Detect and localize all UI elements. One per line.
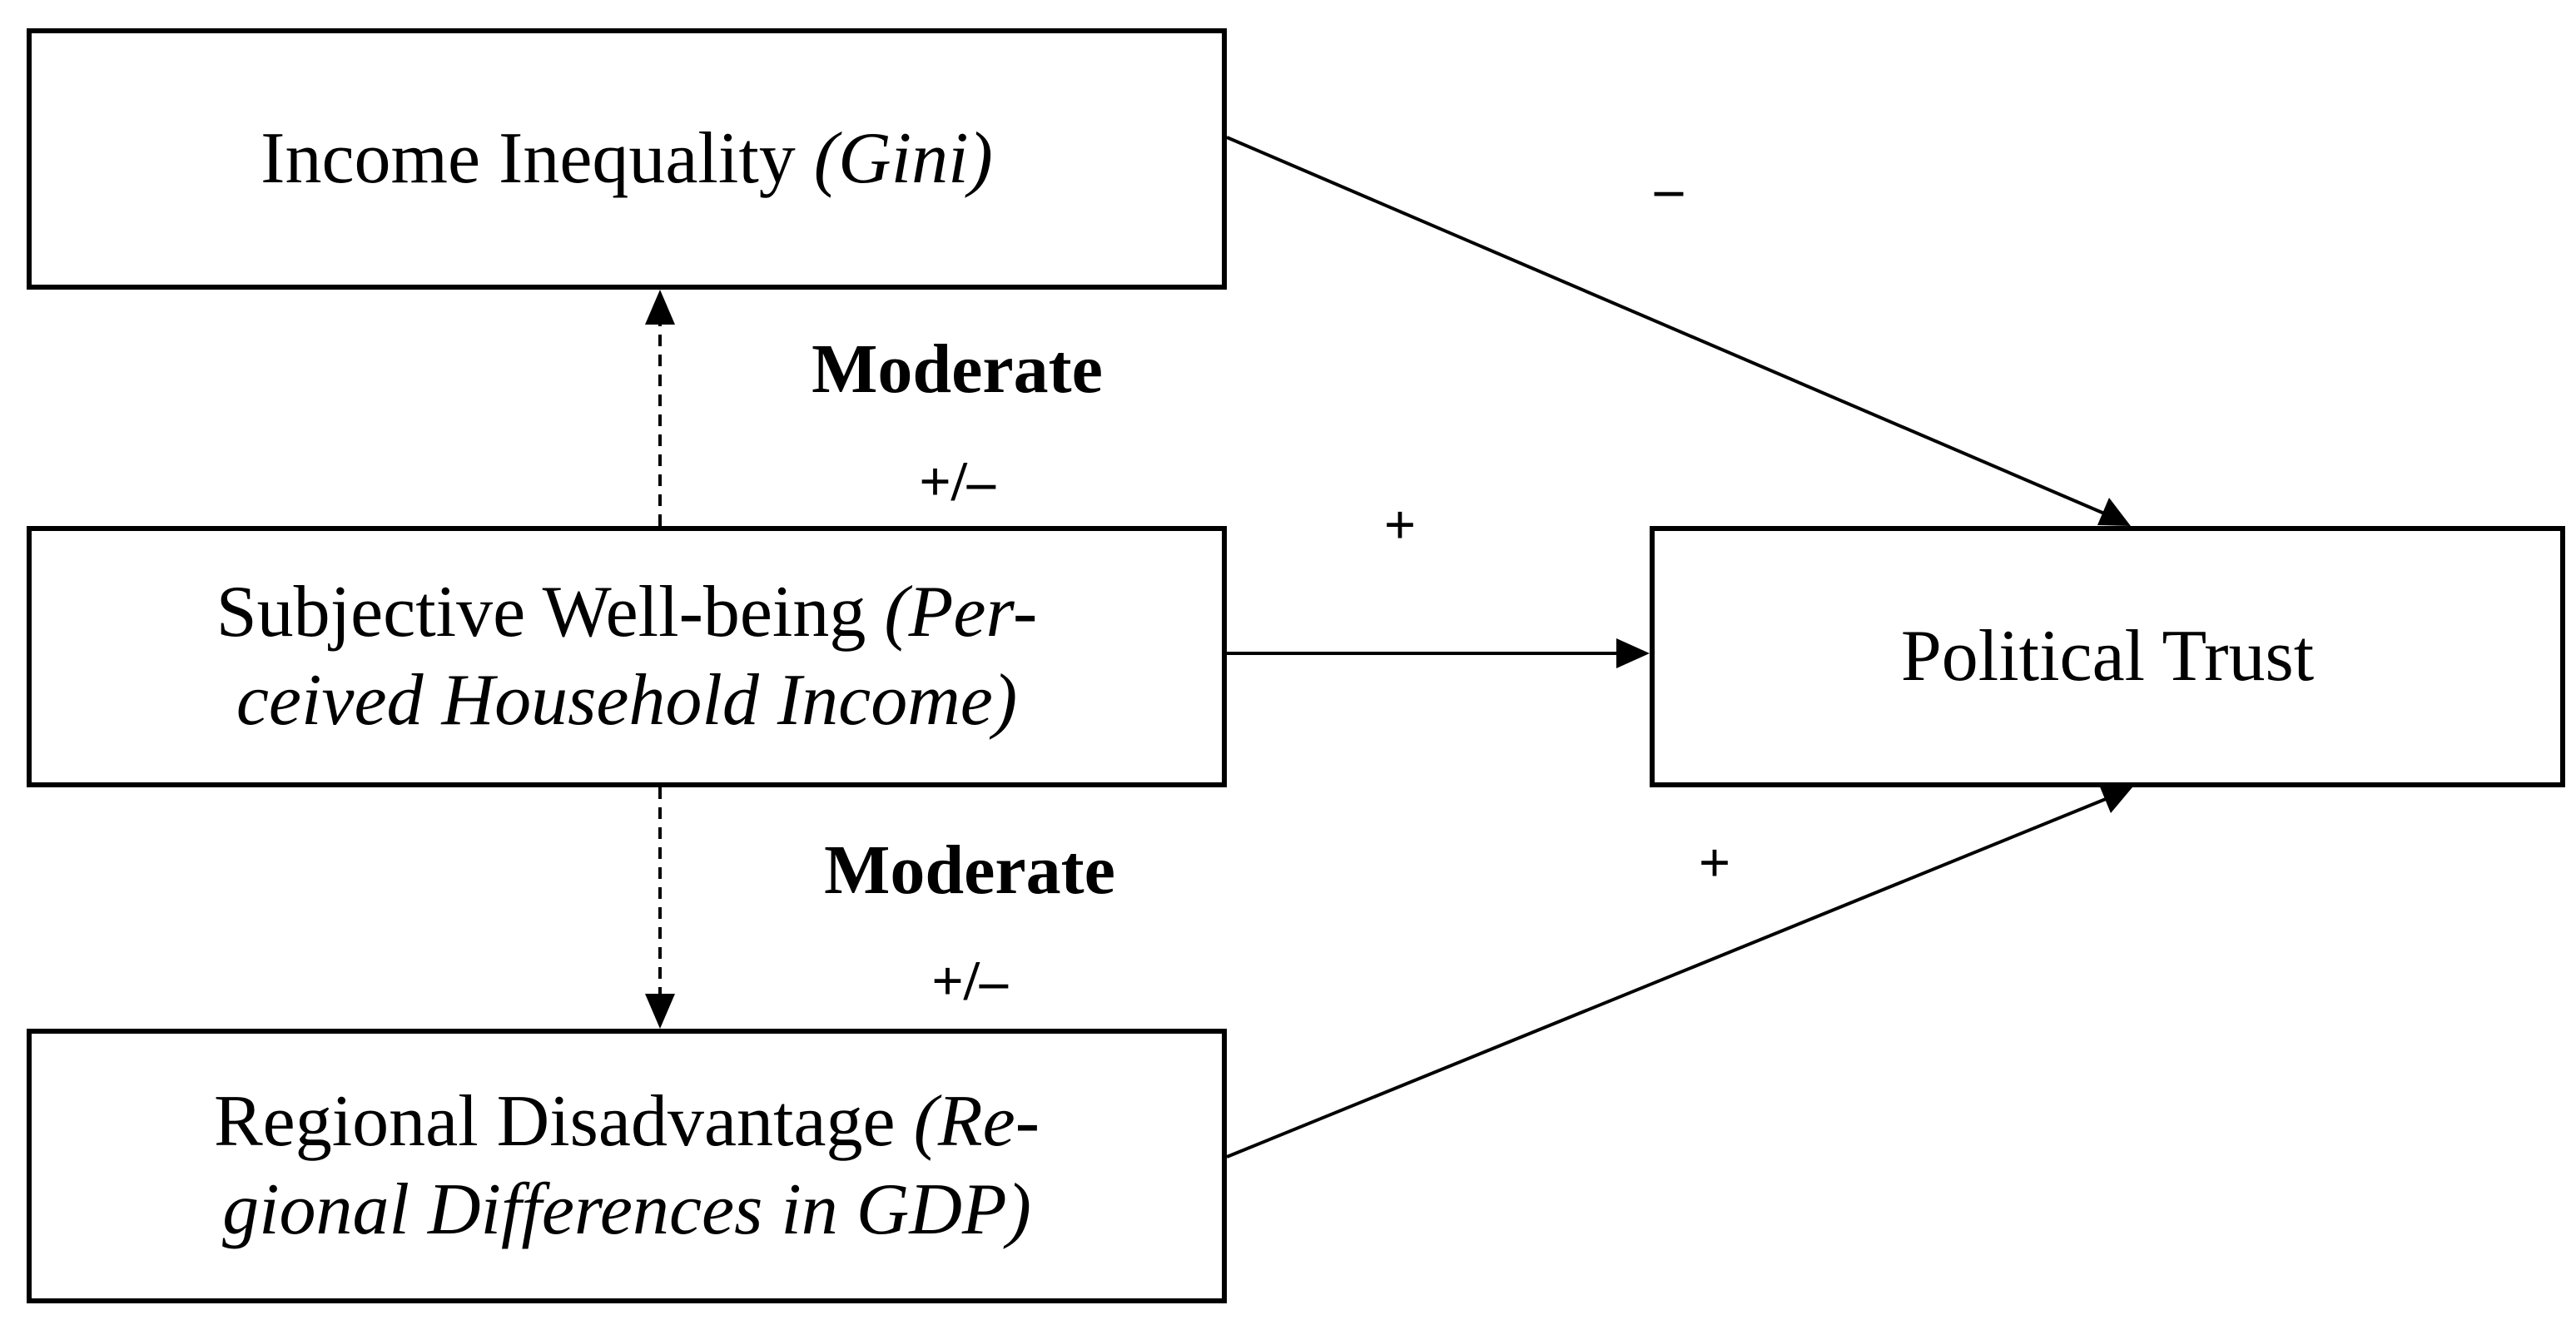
edge-regional-to-trust xyxy=(1226,797,2107,1159)
node-subjective-wellbeing-title: Subjective Well-being xyxy=(216,572,885,653)
moderate-label-top: Moderate xyxy=(812,330,1103,408)
sign-swb-to-trust: + xyxy=(1383,493,1417,556)
node-income-inequality-title: Income Inequality xyxy=(261,118,814,200)
node-subjective-wellbeing: Subjective Well-being (Per- ceived House… xyxy=(27,526,1227,787)
node-subjective-wellbeing-measure-part1: (Per- xyxy=(884,572,1038,653)
node-regional-disadvantage-line2: gional Differences in GDP) xyxy=(214,1166,1040,1254)
node-subjective-wellbeing-measure-part2: ceived Household Income) xyxy=(236,660,1018,741)
node-income-inequality: Income Inequality (Gini) xyxy=(27,28,1227,290)
arrowhead-regional-to-trust xyxy=(2099,785,2132,813)
node-income-inequality-measure: (Gini) xyxy=(813,118,993,200)
edge-income-to-trust xyxy=(1226,136,2115,519)
node-regional-disadvantage-title: Regional Disadvantage xyxy=(213,1081,914,1163)
node-subjective-wellbeing-line2: ceived Household Income) xyxy=(216,657,1038,745)
node-subjective-wellbeing-line1: Subjective Well-being (Per- xyxy=(216,568,1038,657)
moderate-sign-bottom: +/– xyxy=(931,949,1008,1012)
arrowhead-swb-to-income xyxy=(645,290,675,325)
moderate-label-bottom: Moderate xyxy=(824,831,1115,909)
sign-regional-to-trust: + xyxy=(1698,831,1731,894)
node-political-trust: Political Trust xyxy=(1650,526,2565,787)
sign-income-to-trust: – xyxy=(1655,156,1683,220)
node-income-inequality-line1: Income Inequality (Gini) xyxy=(261,115,993,203)
arrowhead-swb-to-regional xyxy=(645,994,675,1029)
arrowhead-swb-to-trust xyxy=(1616,638,1650,668)
node-regional-disadvantage-line1: Regional Disadvantage (Re- xyxy=(214,1078,1040,1166)
node-regional-disadvantage: Regional Disadvantage (Re- gional Differ… xyxy=(27,1029,1227,1303)
arrowhead-income-to-trust xyxy=(2097,498,2131,526)
node-regional-disadvantage-measure-part2: gional Differences in GDP) xyxy=(222,1169,1031,1250)
moderate-sign-top: +/– xyxy=(919,449,995,513)
node-political-trust-title: Political Trust xyxy=(1900,616,2315,697)
node-regional-disadvantage-measure-part1: (Re- xyxy=(913,1081,1040,1163)
